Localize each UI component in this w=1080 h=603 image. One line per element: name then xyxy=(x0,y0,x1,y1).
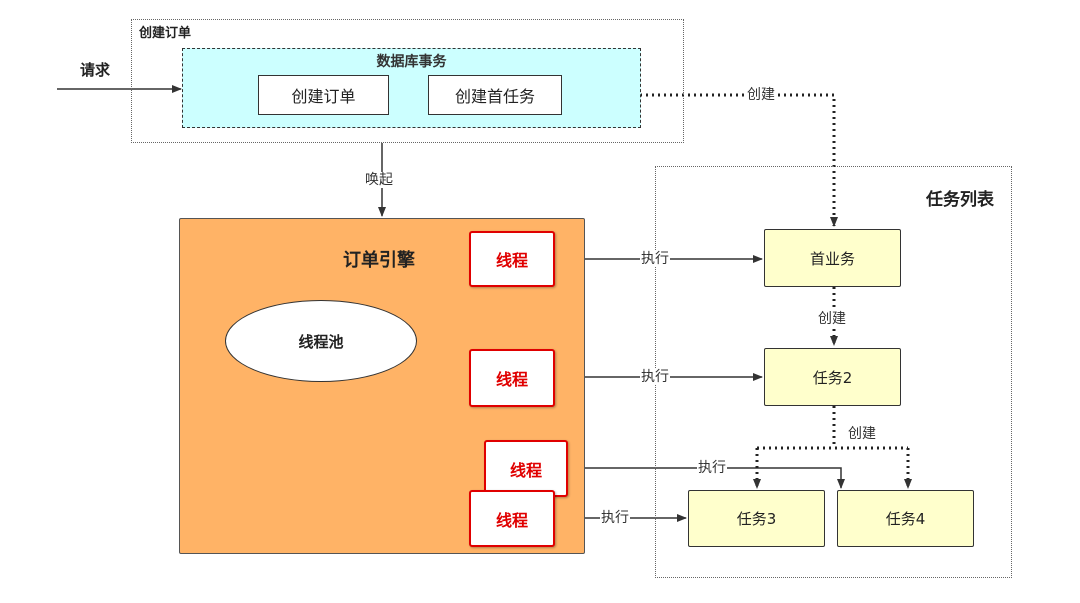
edge-label-create-task2: 创建 xyxy=(817,311,847,327)
edge-label-exec-2: 执行 xyxy=(640,369,670,385)
thread-node-4: 线程 xyxy=(469,490,555,547)
exec-task4 xyxy=(568,467,845,489)
order-engine-label: 订单引擎 xyxy=(343,250,415,271)
first-task-node: 首业务 xyxy=(764,229,901,287)
db-transaction-label: 数据库事务 xyxy=(376,54,447,70)
create-order-group-label: 创建订单 xyxy=(139,26,192,41)
thread-node-3: 线程 xyxy=(484,440,568,497)
edge-label-exec-4: 执行 xyxy=(600,510,630,526)
task2-node: 任务2 xyxy=(764,348,901,406)
create-order-node: 创建订单 xyxy=(258,75,389,115)
thread-node-1: 线程 xyxy=(469,231,555,287)
edge-label-create-task34: 创建 xyxy=(847,426,877,442)
request-label: 请求 xyxy=(80,61,111,79)
create-first-task-link xyxy=(562,93,838,227)
edge-label-wake: 唤起 xyxy=(364,172,394,188)
edge-label-exec-1: 执行 xyxy=(640,251,670,267)
edge-label-exec-3: 执行 xyxy=(697,460,727,476)
thread-node-2: 线程 xyxy=(469,349,555,407)
create-first-task-node: 创建首任务 xyxy=(428,75,562,115)
task4-node: 任务4 xyxy=(837,490,974,547)
task-list-label: 任务列表 xyxy=(926,190,994,210)
create-order-group xyxy=(131,19,684,143)
thread-pool-node: 线程池 xyxy=(225,300,417,382)
db-transaction-box: 数据库事务 xyxy=(182,48,641,128)
edge-label-create-first: 创建 xyxy=(746,87,776,103)
task3-node: 任务3 xyxy=(688,490,825,547)
